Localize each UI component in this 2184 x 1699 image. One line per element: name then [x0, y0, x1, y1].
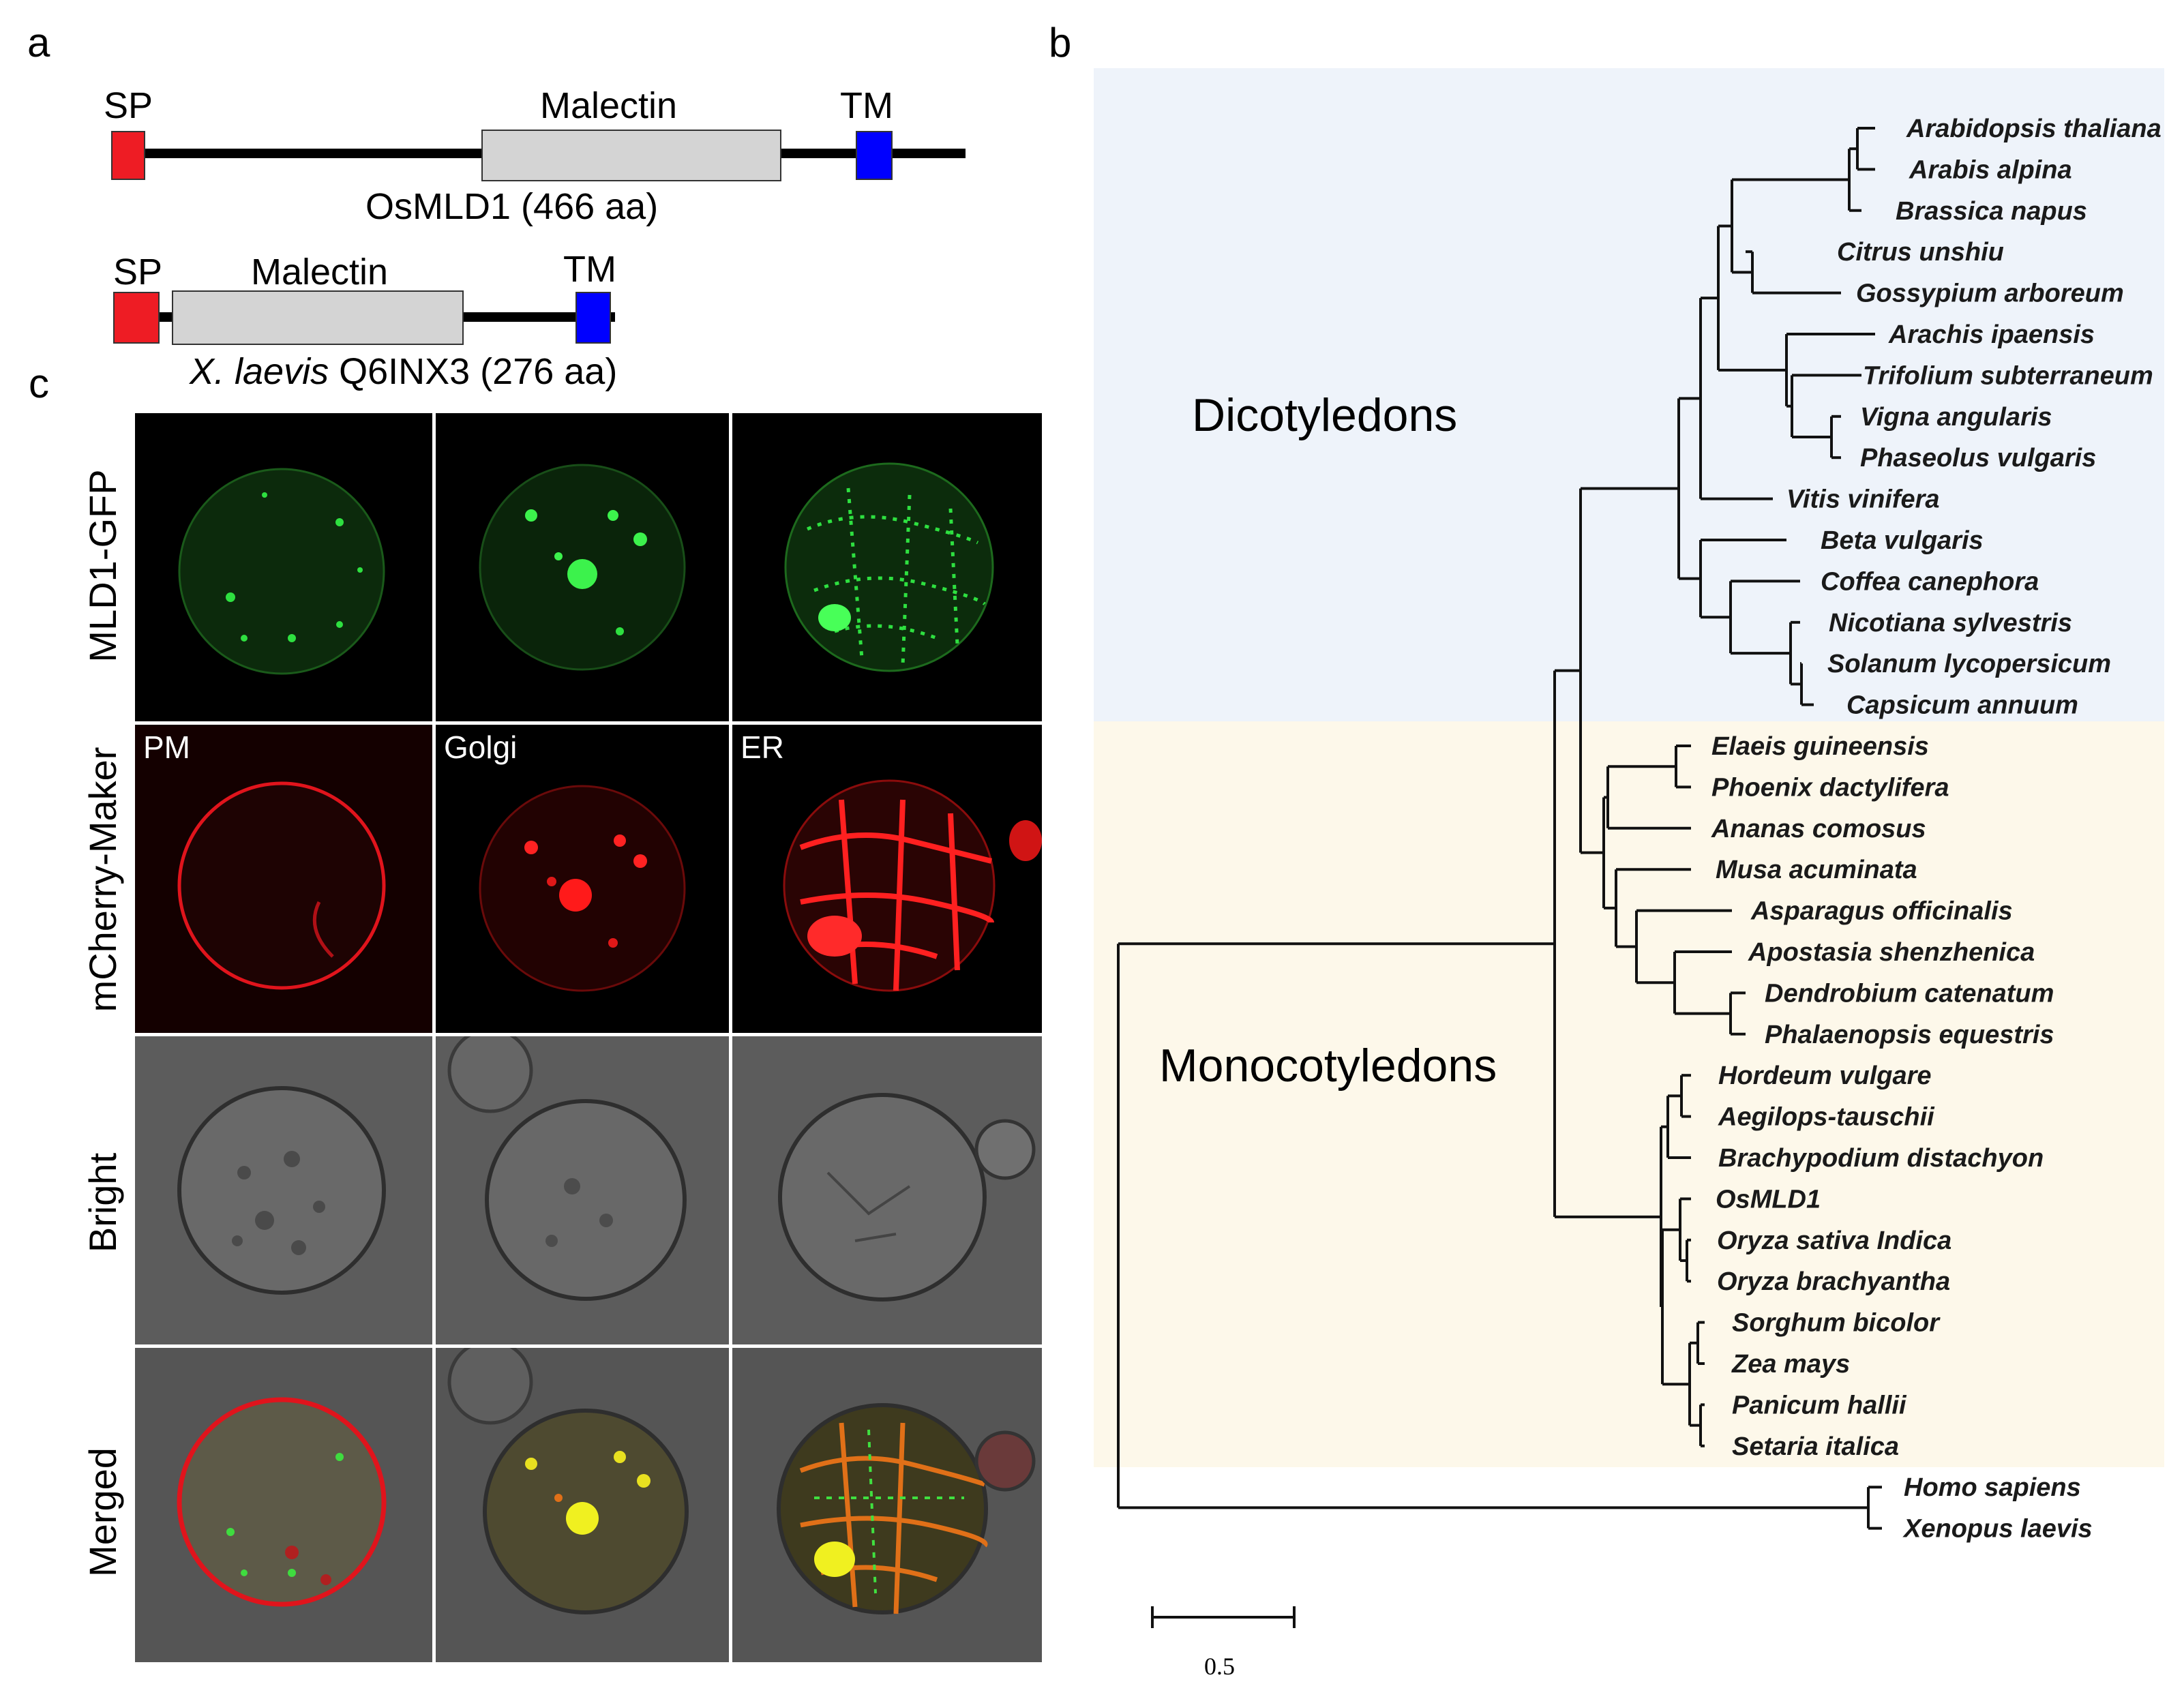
tm-label: TM [840, 85, 893, 126]
panel-label-c: c [29, 361, 49, 406]
taxon-label: Solanum lycopersicum [1827, 650, 2111, 678]
taxon-label: Nicotiana sylvestris [1829, 609, 2072, 637]
sp-label: SP [113, 252, 163, 292]
taxon-label: Arabis alpina [1909, 155, 2072, 184]
tm-label: TM [563, 249, 616, 290]
panel-label-b: b [1049, 20, 1072, 65]
clade-label-monocots: Monocotyledons [1159, 1040, 1497, 1092]
grid-divider [432, 413, 436, 1662]
transmembrane-domain [575, 292, 611, 344]
image-mcherry-pm: PM [135, 725, 432, 1033]
taxon-label: Hordeum vulgare [1718, 1062, 1932, 1090]
dicot-clade-background [1094, 68, 2164, 721]
microscopy-grid: PM Golgi ER [135, 413, 1042, 1662]
col-label-er: ER [741, 730, 784, 765]
malectin-domain [172, 290, 464, 345]
taxon-label: Coffea canephora [1821, 567, 2039, 596]
taxon-label: Vitis vinifera [1786, 485, 1940, 514]
taxon-label: Arachis ipaensis [1888, 320, 2095, 349]
image-merged-er [732, 1348, 1042, 1662]
clade-label-dicots: Dicotyledons [1192, 389, 1457, 441]
taxon-label: Citrus unshiu [1837, 238, 2004, 267]
taxon-label: Homo sapiens [1904, 1473, 2081, 1502]
sp-label: SP [104, 85, 153, 126]
taxon-label: Phalaenopsis equestris [1765, 1021, 2054, 1049]
taxon-label: Brassica napus [1896, 197, 2087, 226]
image-merged-golgi [436, 1348, 729, 1662]
taxon-label: Oryza sativa Indica [1717, 1227, 1951, 1255]
taxon-label: Gossypium arboreum [1856, 280, 2124, 308]
taxon-label: Panicum hallii [1732, 1391, 1907, 1419]
taxon-label: Musa acuminata [1716, 856, 1917, 884]
monocot-clade-background [1094, 721, 2164, 1467]
taxon-label: Vigna angularis [1860, 403, 2052, 432]
taxon-label: Brachypodium distachyon [1718, 1144, 2044, 1173]
taxon-label: Arabidopsis thaliana [1906, 115, 2161, 143]
image-bright-golgi [436, 1036, 729, 1344]
taxon-label: Trifolium subterraneum [1863, 361, 2153, 390]
taxon-label: OsMLD1 [1716, 1185, 1821, 1214]
image-gfp-er [732, 413, 1042, 721]
taxon-label: Ananas comosus [1711, 815, 1926, 843]
taxon-label: Asparagus officinalis [1750, 897, 2013, 926]
scale-bar-label: 0.5 [1204, 1653, 1235, 1680]
scale-bar: 0.5 [1151, 1606, 1296, 1680]
taxon-label: Dendrobium catenatum [1765, 979, 2054, 1008]
taxon-label: Beta vulgaris [1821, 526, 1984, 555]
protein-name: OsMLD1 (466 aa) [365, 186, 659, 227]
taxon-label: Apostasia shenzhenica [1748, 938, 2035, 967]
image-gfp-pm [135, 413, 432, 721]
taxon-label: Aegilops-tauschii [1718, 1103, 1935, 1132]
image-merged-pm [135, 1348, 432, 1662]
taxon-label: Capsicum annuum [1846, 691, 2078, 720]
malectin-domain [481, 130, 781, 181]
taxon-label: Zea mays [1731, 1350, 1850, 1379]
image-gfp-golgi [436, 413, 729, 721]
signal-peptide-domain [111, 131, 145, 180]
image-mcherry-er: ER [732, 725, 1042, 1033]
tree-branches [1117, 127, 1882, 1530]
panel-label-a: a [27, 20, 50, 65]
taxon-label: Setaria italica [1732, 1432, 1899, 1461]
col-label-golgi: Golgi [444, 730, 518, 765]
taxon-label: Sorghum bicolor [1732, 1309, 1941, 1338]
signal-peptide-domain [113, 292, 160, 344]
malectin-label: Malectin [540, 85, 678, 126]
transmembrane-domain [856, 131, 893, 180]
col-label-pm: PM [143, 730, 190, 765]
grid-divider [729, 413, 732, 1662]
taxon-label: Phoenix dactylifera [1711, 773, 1949, 802]
taxon-label: Oryza brachyantha [1717, 1267, 1950, 1296]
image-mcherry-golgi: Golgi [436, 725, 729, 1033]
image-bright-pm [135, 1036, 432, 1344]
taxon-label: Phaseolus vulgaris [1860, 444, 2096, 472]
malectin-label: Malectin [251, 252, 389, 292]
image-bright-er [732, 1036, 1042, 1344]
protein-name: X. laevis Q6INX3 (276 aa) [190, 351, 618, 392]
taxon-label: Elaeis guineensis [1711, 732, 1929, 761]
taxon-label: Xenopus laevis [1902, 1515, 2093, 1544]
